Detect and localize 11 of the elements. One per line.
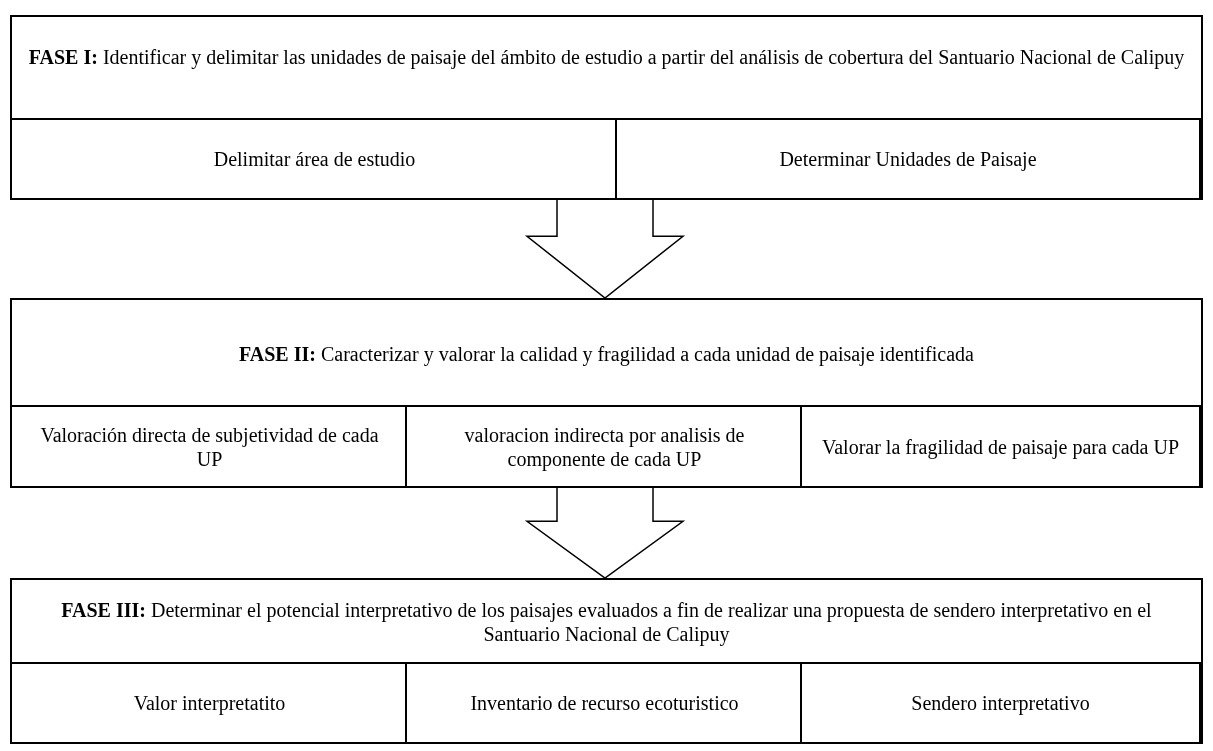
phase-box — [10, 15, 1203, 200]
step-box: Sendero interpretativo — [800, 662, 1201, 744]
phase-heading: FASE I: Identificar y delimitar las unidades de paisaje del ámbito de estudio a partir del análisis de cobertura del Santuario Nacional de Calipuy — [27, 44, 1186, 69]
phase-heading: FASE II: Caracterizar y valorar la calidad y fragilidad a cada unidad de paisaje identificada — [238, 341, 975, 366]
block-arrow — [524, 199, 686, 299]
phase-box — [10, 298, 1203, 488]
phase-heading: FASE III: Determinar el potencial interpretativo de los paisajes evaluados a fin de realizar una propuesta de sendero interpretativo en el Santuario Nacional de Calipuy — [60, 598, 1153, 646]
step-box: Valorar la fragilidad de paisaje para cada UP — [800, 405, 1201, 488]
phase-box — [10, 578, 1203, 744]
block-arrow — [524, 487, 686, 579]
step-box: Determinar Unidades de Paisaje — [615, 118, 1201, 200]
